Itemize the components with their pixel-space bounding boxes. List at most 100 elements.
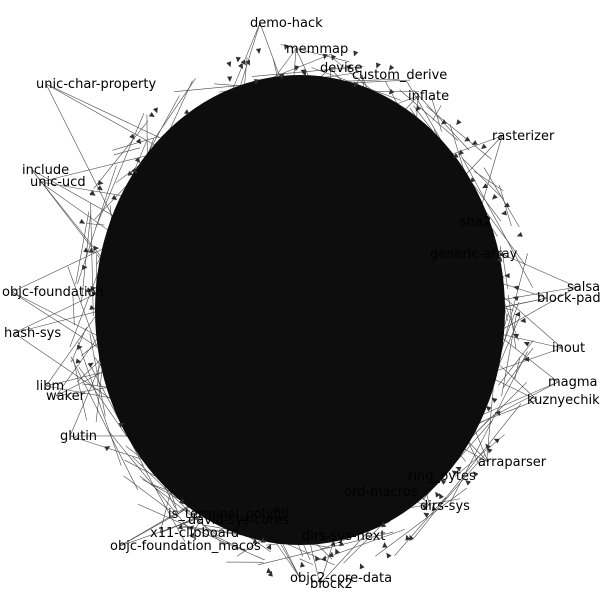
arrowhead (91, 291, 98, 297)
arrowhead (485, 405, 492, 412)
arrowhead (148, 111, 155, 118)
arrowhead (177, 523, 183, 530)
edge (93, 120, 149, 189)
node-label: ord-macros (344, 485, 418, 500)
edge (108, 431, 190, 530)
node-label-layer: demo-hack memmap unic-char-property devi… (2, 16, 600, 592)
arrowhead (238, 63, 244, 69)
arrowhead (152, 107, 158, 114)
node-label: waker (46, 389, 86, 404)
edge (319, 528, 406, 561)
arrowhead (260, 537, 266, 543)
arrowhead (266, 543, 272, 550)
arrowhead (253, 79, 259, 85)
arrowhead (300, 561, 306, 568)
arrowhead (464, 136, 471, 142)
arrowhead (455, 466, 462, 472)
arrowhead (111, 194, 118, 201)
arrowhead (513, 285, 520, 291)
arrowhead (93, 245, 100, 251)
node-label: dirs-sys (420, 499, 470, 514)
arrowhead (86, 287, 93, 293)
arrowhead (79, 218, 86, 224)
arrowhead (322, 53, 328, 60)
node-label: rasterizer (492, 129, 555, 144)
node-label: inout (552, 341, 585, 356)
node-label: hash-sys (4, 326, 61, 341)
arrowhead (284, 44, 290, 51)
edge (75, 211, 90, 285)
edge (113, 147, 141, 156)
node-label: glutin (60, 429, 97, 444)
arrowhead (315, 555, 320, 562)
arrowhead (266, 567, 272, 574)
arrowhead (184, 109, 190, 115)
arrowhead (321, 555, 327, 562)
cluster-core (95, 75, 505, 545)
arrowhead (127, 170, 134, 176)
edge (399, 89, 459, 141)
edge (139, 475, 219, 537)
edge (280, 44, 350, 63)
arrowhead (339, 540, 345, 547)
arrowhead (471, 140, 478, 145)
node-label: block2 (310, 577, 353, 592)
edge (501, 313, 517, 397)
edge (86, 223, 105, 226)
arrowhead (523, 356, 530, 362)
edge (90, 203, 94, 317)
edge (123, 475, 178, 517)
arrowhead (486, 447, 493, 454)
edge (394, 496, 446, 556)
edge (426, 105, 492, 160)
node-label: sha2 (460, 215, 491, 230)
arrowhead (189, 532, 195, 539)
arrowhead (346, 65, 352, 72)
edge (450, 351, 528, 503)
edge (137, 503, 265, 561)
node-label: salsa2 (567, 280, 600, 295)
edge (132, 456, 226, 547)
edge (299, 558, 314, 565)
arrowhead (496, 256, 503, 262)
arrowhead (76, 344, 83, 351)
edge (507, 294, 517, 349)
node-label: unic-char-property (36, 77, 156, 92)
edge (77, 342, 122, 466)
arrowhead (405, 534, 411, 541)
arrowhead (88, 247, 95, 253)
edge (483, 167, 520, 228)
edge (70, 356, 138, 490)
arrowhead (473, 471, 479, 478)
arrowhead (267, 570, 273, 577)
edge (89, 333, 106, 417)
arrowhead (300, 69, 306, 76)
arrowhead (452, 152, 459, 159)
arrowhead (131, 167, 138, 174)
arrowhead (409, 534, 415, 541)
arrowhead (104, 446, 111, 452)
edge (440, 453, 486, 506)
node-label: x11-clipboard (150, 526, 239, 541)
arrowhead (386, 552, 392, 559)
node-label: objc-foundation (2, 285, 104, 300)
arrowhead (240, 59, 246, 66)
edge (343, 524, 383, 564)
arrowhead (118, 422, 125, 428)
arrowhead (504, 273, 510, 279)
arrowhead (388, 64, 395, 71)
node-label: libm (36, 379, 64, 394)
arrowhead (503, 202, 510, 208)
node-label: is_terminal_polyfill (168, 507, 289, 522)
arrowhead (279, 73, 285, 80)
edge (112, 136, 159, 151)
node-label: ring_bytes (408, 469, 476, 484)
arrowhead (353, 50, 359, 57)
arrowhead (382, 542, 388, 548)
node-label: arraparser (478, 455, 547, 470)
arrowhead (456, 119, 462, 126)
arrowhead (494, 410, 501, 416)
edge (432, 105, 442, 121)
arrowhead (513, 334, 520, 339)
